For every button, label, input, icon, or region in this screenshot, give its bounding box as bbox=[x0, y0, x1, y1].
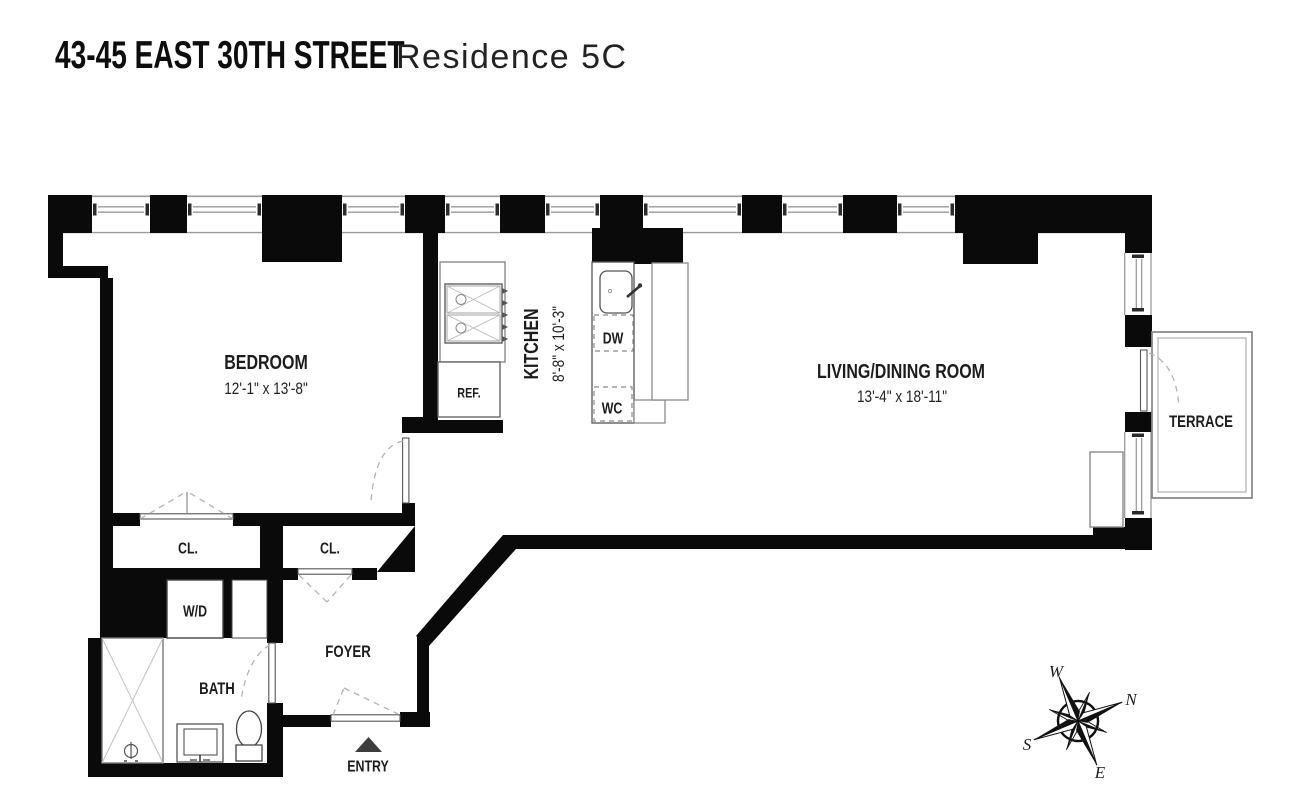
foyer-closet-door bbox=[297, 568, 353, 575]
stove bbox=[444, 283, 508, 344]
walls bbox=[48, 195, 1152, 777]
page-title-address: 43-45 EAST 30TH STREET bbox=[55, 34, 405, 77]
living-dining-dims: 13'-4" x 18'-11" bbox=[857, 388, 947, 407]
room-name: FOYER bbox=[325, 642, 371, 661]
room-name: BATH bbox=[199, 679, 235, 698]
bedroom-label: BEDROOM bbox=[224, 351, 308, 373]
washer-dryer-box bbox=[166, 579, 224, 639]
kitchen-label: KITCHEN bbox=[520, 308, 542, 379]
entry-text: ENTRY bbox=[347, 757, 389, 775]
linen-closet-box bbox=[231, 579, 268, 639]
closet-door bbox=[139, 513, 234, 520]
room-dims: 12'-1" x 13'-8" bbox=[224, 380, 308, 399]
room-name: W/D bbox=[183, 602, 207, 620]
entry-arrow-icon bbox=[355, 737, 382, 752]
kitchen-dims: 8'-8" x 10'-3" bbox=[550, 306, 569, 382]
bath-door bbox=[268, 642, 276, 704]
window bbox=[343, 203, 404, 216]
room-name: TERRACE bbox=[1169, 412, 1233, 431]
ptac-unit bbox=[1089, 451, 1124, 528]
compass-s: S bbox=[1023, 735, 1032, 754]
terrace-outline bbox=[1151, 331, 1253, 499]
bedroom-door bbox=[402, 437, 410, 504]
vanity-sink bbox=[176, 723, 224, 763]
terrace-door bbox=[1139, 349, 1148, 412]
window bbox=[546, 203, 599, 216]
wc-label: WC bbox=[602, 399, 623, 417]
compass-intercardinals bbox=[1049, 692, 1107, 750]
entry-label: ENTRY bbox=[347, 757, 389, 775]
room-name: BEDROOM bbox=[224, 351, 308, 373]
entry-door bbox=[330, 714, 401, 722]
ref-label: REF. bbox=[457, 386, 480, 401]
window bbox=[188, 203, 261, 216]
stove-knobs bbox=[502, 288, 508, 342]
refrigerator bbox=[437, 361, 501, 418]
room-name: LIVING/DINING ROOM bbox=[817, 360, 985, 382]
room-name: DW bbox=[603, 329, 624, 347]
door-swings bbox=[139, 352, 1180, 716]
compass-cardinals bbox=[1033, 676, 1123, 766]
closet2-label: CL. bbox=[320, 539, 340, 557]
shower bbox=[101, 637, 164, 764]
room-name: CL. bbox=[178, 539, 198, 557]
window bbox=[1124, 432, 1152, 518]
closet1-label: CL. bbox=[178, 539, 198, 557]
room-name: KITCHEN bbox=[520, 308, 542, 379]
window-glazing-top bbox=[93, 203, 954, 216]
window-glazing-right bbox=[1124, 253, 1152, 518]
room-name: REF. bbox=[457, 386, 480, 401]
foyer-label: FOYER bbox=[325, 642, 371, 661]
window bbox=[783, 203, 842, 216]
toilet bbox=[235, 710, 263, 762]
compass-rose-icon: N S E W bbox=[1023, 662, 1139, 782]
window bbox=[898, 203, 954, 216]
bath-label: BATH bbox=[199, 679, 235, 698]
room-dims: 13'-4" x 18'-11" bbox=[857, 388, 947, 407]
window bbox=[644, 203, 741, 216]
living-dining-label: LIVING/DINING ROOM bbox=[817, 360, 985, 382]
room-name: WC bbox=[602, 399, 623, 417]
window bbox=[93, 203, 149, 216]
wine-cooler bbox=[593, 386, 633, 422]
window bbox=[1124, 253, 1152, 315]
terrace-label: TERRACE bbox=[1169, 412, 1233, 431]
kitchen-sink bbox=[599, 270, 643, 314]
compass-w: W bbox=[1049, 662, 1065, 681]
room-name: CL. bbox=[320, 539, 340, 557]
window bbox=[446, 203, 499, 216]
bedroom-dims: 12'-1" x 13'-8" bbox=[224, 380, 308, 399]
compass-e: E bbox=[1094, 763, 1106, 782]
doors bbox=[139, 349, 1148, 722]
dishwasher bbox=[593, 314, 634, 352]
wd-label: W/D bbox=[183, 602, 207, 620]
compass-n: N bbox=[1124, 690, 1138, 709]
dw-label: DW bbox=[603, 329, 624, 347]
room-dims: 8'-8" x 10'-3" bbox=[550, 306, 569, 382]
page-title-residence: Residence 5C bbox=[396, 38, 628, 76]
